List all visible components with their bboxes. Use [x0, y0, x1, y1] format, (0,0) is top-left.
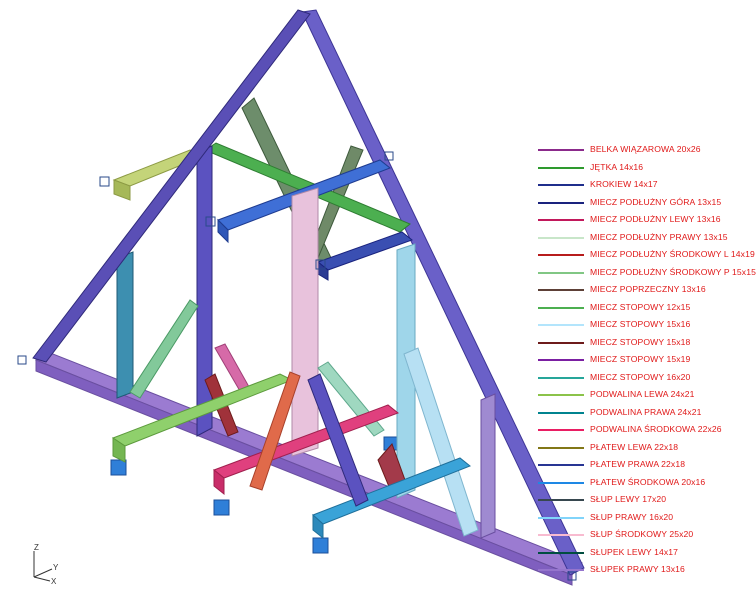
- legend-item: PODWALINA ŚRODKOWA 22x26: [538, 423, 743, 441]
- legend-swatch: [538, 499, 584, 501]
- legend-item: SŁUPEK PRAWY 13x16: [538, 563, 743, 581]
- podwalina-prawa: [312, 457, 471, 540]
- legend-label: PŁATEW ŚRODKOWA 20x16: [590, 476, 706, 487]
- legend-label: MIECZ STOPOWY 15x18: [590, 336, 691, 347]
- legend-swatch: [538, 411, 584, 414]
- legend-item: PŁATEW ŚRODKOWA 20x16: [538, 476, 743, 494]
- krokiew-prawa: [301, 9, 585, 576]
- legend-label: MIECZ POPRZECZNY 13x16: [590, 284, 706, 294]
- axis-y-label: Y: [53, 563, 59, 572]
- slupek-prawy: [480, 393, 496, 539]
- axis-x-label: X: [51, 577, 57, 586]
- legend-label: MIECZ STOPOWY 15x16: [590, 319, 691, 329]
- legend-item: MIECZ POPRZECZNY 13x16: [538, 283, 743, 301]
- legend-label: MIECZ PODŁUŻNY GÓRA 13x15: [590, 196, 722, 207]
- legend-swatch: [538, 569, 584, 571]
- legend-item: KROKIEW 14x17: [538, 178, 743, 196]
- legend-swatch: [538, 551, 584, 554]
- legend-item: PŁATEW LEWA 22x18: [538, 441, 743, 459]
- legend-swatch: [538, 359, 584, 361]
- slup-srodkowy: [291, 187, 319, 457]
- legend-item: MIECZ STOPOWY 16x20: [538, 371, 743, 389]
- legend-item: MIECZ STOPOWY 15x19: [538, 353, 743, 371]
- legend-swatch: [538, 166, 584, 169]
- legend-swatch: [538, 341, 584, 344]
- footing-blocks: [110, 436, 398, 554]
- legend-swatch: [538, 446, 584, 449]
- legend-swatch: [538, 394, 584, 396]
- legend-swatch: [538, 481, 584, 484]
- legend-label: SŁUPEK LEWY 14x17: [590, 546, 679, 557]
- legend-label: SŁUP ŚRODKOWY 25x20: [590, 529, 694, 539]
- slup-prawy: [396, 243, 416, 499]
- legend-label: MIECZ PODŁUŻNY ŚRODKOWY L 14x19: [590, 249, 755, 259]
- legend-swatch: [538, 429, 584, 431]
- legend-swatch: [538, 201, 584, 204]
- legend-label: BELKA WIĄZAROWA 20x26: [590, 144, 701, 154]
- axis-z-label: Z: [34, 543, 39, 552]
- legend-swatch: [538, 376, 584, 379]
- legend-item: MIECZ PODŁUŻNY ŚRODKOWY P 15x15: [538, 266, 756, 284]
- legend-label: MIECZ PODŁUŻNY LEWY 13x16: [590, 214, 721, 224]
- legend-label: MIECZ STOPOWY 16x20: [590, 371, 691, 382]
- legend-swatch: [538, 236, 584, 239]
- legend-label: PODWALINA LEWA 24x21: [590, 389, 695, 399]
- legend-swatch: [538, 306, 584, 309]
- legend-label: MIECZ PODŁUŻNY ŚRODKOWY P 15x15: [590, 266, 756, 277]
- legend-label: PODWALINA ŚRODKOWA 22x26: [590, 424, 722, 434]
- legend-swatch: [538, 289, 584, 291]
- legend-swatch: [538, 254, 584, 256]
- legend-item: PODWALINA LEWA 24x21: [538, 388, 743, 406]
- legend-swatch: [538, 219, 584, 221]
- legend-item: MIECZ PODŁUŻNY PRAWY 13x15: [538, 231, 743, 249]
- legend-item: SŁUPEK LEWY 14x17: [538, 546, 743, 564]
- legend-item: MIECZ STOPOWY 15x16: [538, 318, 743, 336]
- slupek-lewy: [116, 251, 134, 399]
- legend-swatch: [538, 184, 584, 186]
- miecz-podluzny-srodkowy: [249, 371, 301, 491]
- legend-item: MIECZ STOPOWY 12x15: [538, 301, 743, 319]
- legend-label: MIECZ STOPOWY 15x19: [590, 354, 691, 364]
- axis-triad: Z Y X: [33, 543, 59, 586]
- legend-swatch: [538, 324, 584, 326]
- legend-item: MIECZ PODŁUŻNY GÓRA 13x15: [538, 196, 743, 214]
- legend-label: PŁATEW LEWA 22x18: [590, 441, 679, 452]
- legend-item: MIECZ PODŁUŻNY LEWY 13x16: [538, 213, 743, 231]
- legend-label: MIECZ PODŁUŻNY PRAWY 13x15: [590, 231, 728, 242]
- legend-swatch: [538, 271, 584, 274]
- legend-swatch: [538, 149, 584, 151]
- krokiew-lewa: [32, 9, 311, 363]
- legend-item: MIECZ STOPOWY 15x18: [538, 336, 743, 354]
- legend-label: KROKIEW 14x17: [590, 179, 658, 189]
- legend-label: SŁUP LEWY 17x20: [590, 494, 667, 504]
- legend-item: PŁATEW PRAWA 22x18: [538, 458, 743, 476]
- legend-label: SŁUP PRAWY 16x20: [590, 511, 674, 522]
- legend-swatch: [538, 516, 584, 519]
- miecz-podluzny-gora: [307, 373, 369, 507]
- legend-item: JĘTKA 14x16: [538, 161, 743, 179]
- legend-label: MIECZ STOPOWY 12x15: [590, 301, 691, 312]
- legend-swatch: [538, 464, 584, 466]
- support-markers: [17, 151, 577, 581]
- legend-swatch: [538, 534, 584, 536]
- legend-item: SŁUP LEWY 17x20: [538, 493, 743, 511]
- legend-label: JĘTKA 14x16: [590, 161, 644, 172]
- legend-item: SŁUP PRAWY 16x20: [538, 511, 743, 529]
- legend-item: PODWALINA PRAWA 24x21: [538, 406, 743, 424]
- legend-item: SŁUP ŚRODKOWY 25x20: [538, 528, 743, 546]
- legend-item: MIECZ PODŁUŻNY ŚRODKOWY L 14x19: [538, 248, 755, 266]
- legend-label: PŁATEW PRAWA 22x18: [590, 459, 686, 469]
- legend-item: BELKA WIĄZAROWA 20x26: [538, 143, 743, 161]
- legend-label: SŁUPEK PRAWY 13x16: [590, 564, 685, 574]
- legend-label: PODWALINA PRAWA 24x21: [590, 406, 702, 417]
